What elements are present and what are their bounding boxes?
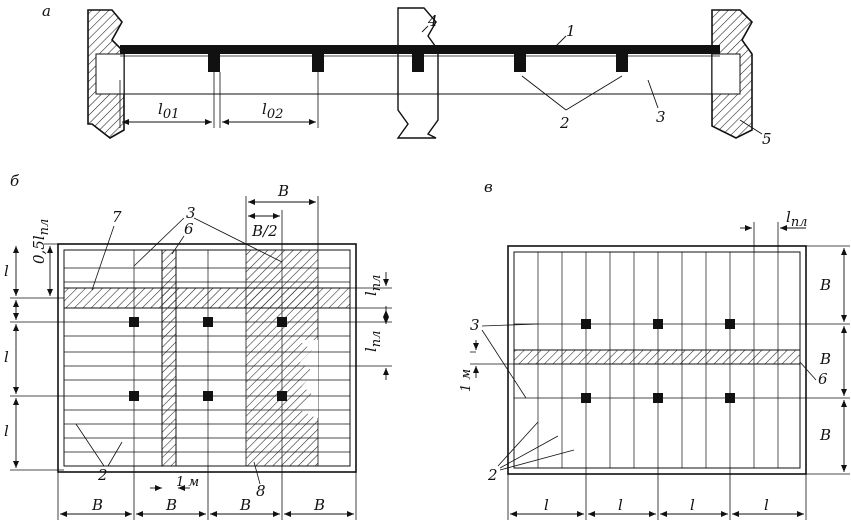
post [412,54,424,72]
svg-text:3: 3 [186,204,196,222]
plan-view-v: в [459,178,850,520]
svg-text:3: 3 [470,316,480,334]
plan-b-left-dims [10,243,64,471]
svg-text:B: B [819,276,831,294]
svg-text:B: B [819,426,831,444]
hatched-strip-6-right [513,349,801,365]
section-view-a: а l01 l02 1 4 [42,2,772,148]
svg-text:l: l [618,496,623,514]
svg-text:B: B [819,350,831,368]
svg-text:B/2: B/2 [251,222,278,240]
callout-3: 3 [656,108,666,126]
svg-text:2: 2 [487,466,498,484]
svg-text:l: l [4,422,9,440]
svg-text:0,5lпл: 0,5lпл [30,219,52,264]
svg-text:8: 8 [256,482,266,500]
plan-v-posts [581,319,735,403]
svg-text:l: l [544,496,549,514]
svg-text:lпл: lпл [786,208,807,230]
svg-text:6: 6 [184,220,194,238]
post [312,54,324,72]
svg-text:l: l [4,348,9,366]
right-wall-pocket [711,53,741,95]
svg-text:1 м: 1 м [176,475,199,490]
svg-text:B: B [313,496,325,514]
left-wall-pocket [95,53,125,95]
svg-text:B: B [91,496,103,514]
svg-text:B: B [165,496,177,514]
middle-column [396,7,439,139]
svg-text:6: 6 [818,370,828,388]
svg-text:l: l [690,496,695,514]
svg-text:2: 2 [97,466,108,484]
plan-b-outer-frame [57,243,357,473]
callout-4: 4 [427,12,438,30]
panel-label-v: в [484,178,493,196]
svg-text:lпл: lпл [362,275,384,296]
svg-text:l: l [764,496,769,514]
callout-1: 1 [566,22,576,40]
panel-label-a: а [42,2,51,20]
svg-text:l: l [4,262,9,280]
post [616,54,628,72]
svg-text:7: 7 [112,208,122,226]
svg-text:B: B [277,182,289,200]
post [208,54,220,72]
hatched-strip-7 [63,287,351,309]
plan-v-outer-frame [507,245,807,475]
callout-5: 5 [762,130,772,148]
hatched-strip-6 [161,249,177,467]
callout-2: 2 [559,114,570,132]
plan-view-b: б [4,172,392,520]
plan-b-posts [129,317,287,401]
svg-text:1 м: 1 м [459,369,474,392]
panel-label-b: б [10,172,20,190]
post [514,54,526,72]
slab-1 [120,45,720,54]
svg-text:l02: l02 [262,100,283,122]
plan-b-grid-lines [64,250,350,466]
svg-text:l01: l01 [158,100,179,122]
svg-text:lпл: lпл [362,331,384,352]
svg-text:B: B [239,496,251,514]
